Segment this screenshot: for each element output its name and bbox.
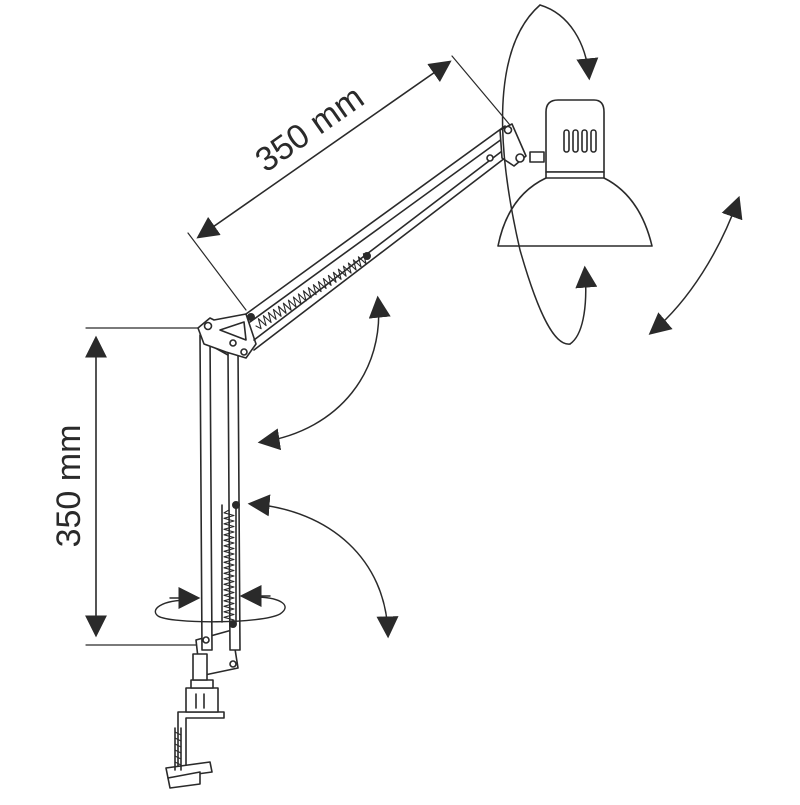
head-joint: [486, 123, 545, 167]
head-tilt-rotation-arrow: [501, 4, 599, 345]
elbow-joint: [197, 313, 257, 359]
lower-arm-dimension-label: 350 mm: [50, 425, 88, 548]
upper-arm-dimension: [187, 55, 511, 311]
base-swivel-arrow: [154, 585, 286, 623]
desk-clamp: [165, 679, 225, 789]
elbow-rotation-arrow: [257, 295, 391, 451]
lower-spring: [221, 504, 237, 623]
lower-arm-dimension: [85, 327, 206, 646]
base-tilt-arrow: [247, 494, 399, 639]
head-pitch-arrow: [648, 195, 743, 335]
lamp-shade: [497, 99, 653, 247]
lower-arm: [199, 334, 241, 668]
